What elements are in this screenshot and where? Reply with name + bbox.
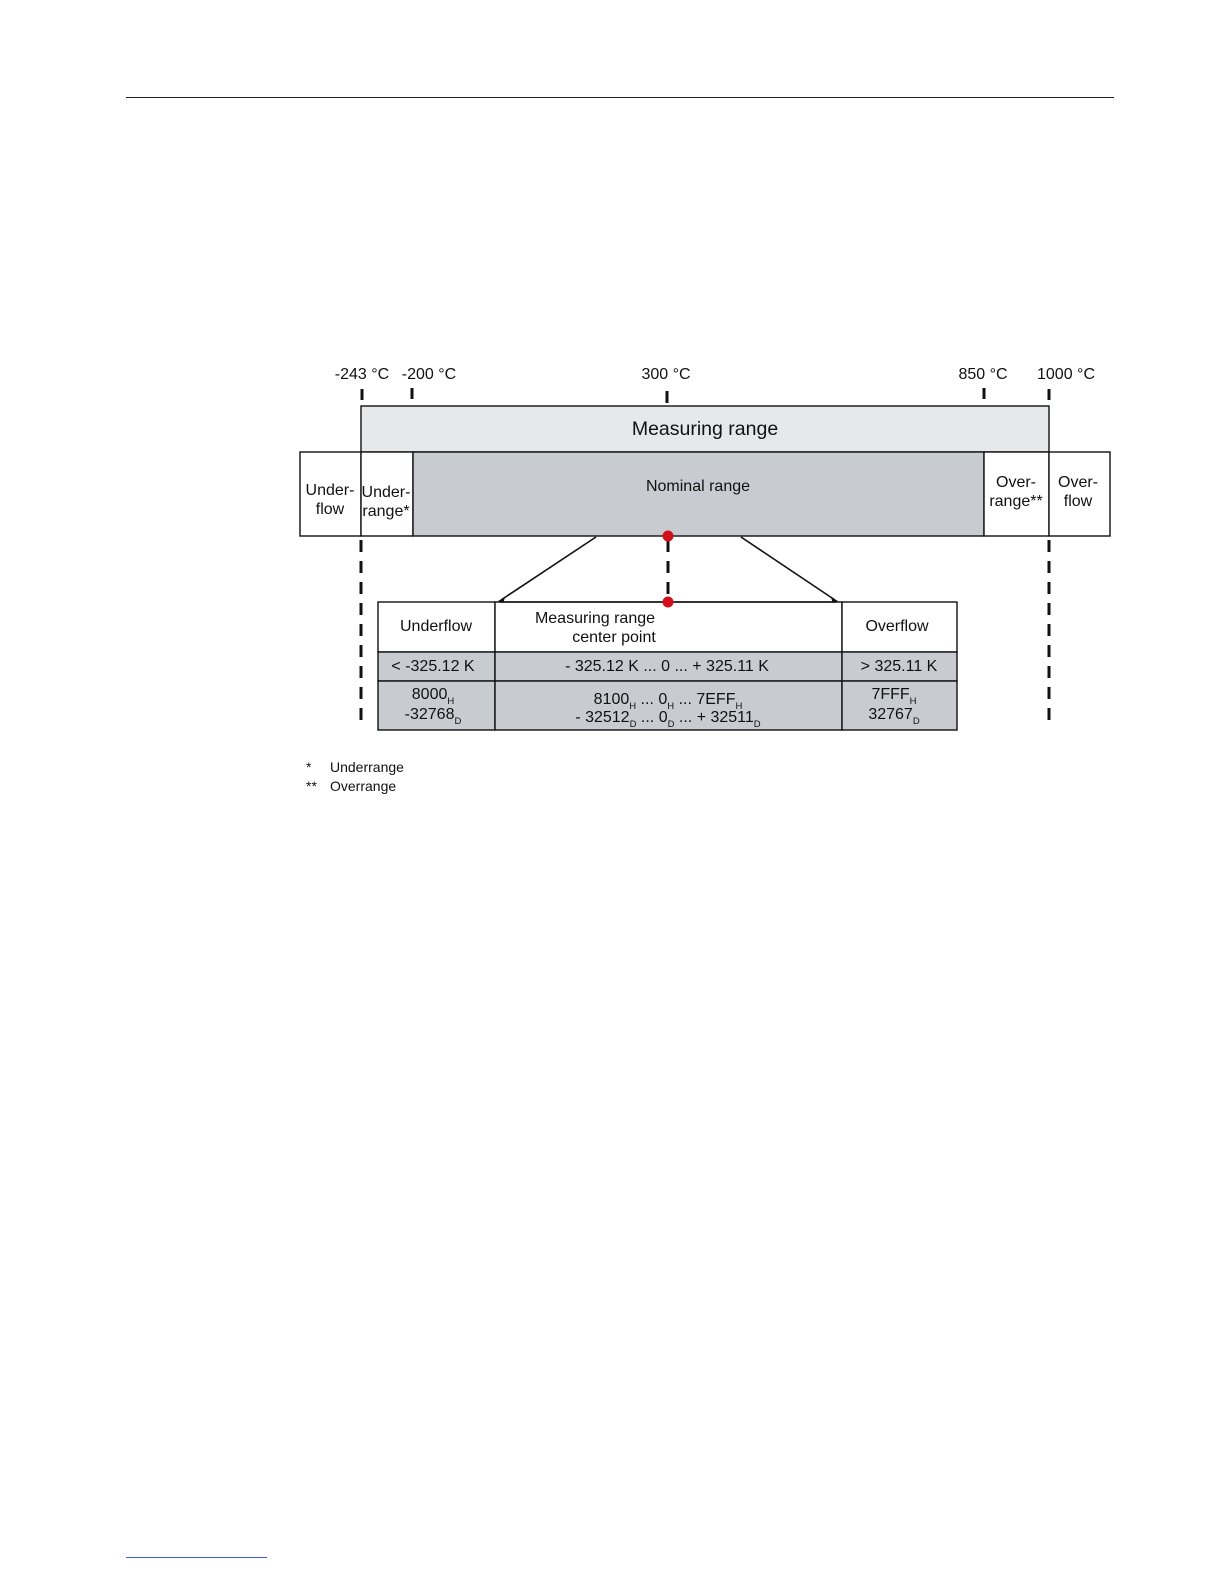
value-table: Underflow Measuring range center point O…	[377, 601, 958, 731]
table-center-dot	[662, 596, 674, 608]
boundary-dashes	[359, 540, 1051, 728]
header-rule	[126, 97, 1114, 98]
underrange-label-line1: Under-	[362, 484, 411, 501]
header-center-line2: center point	[572, 629, 656, 646]
nominal-center-dot	[662, 530, 674, 542]
footer-link-rule	[126, 1557, 267, 1558]
code-cell-overflow	[841, 680, 958, 731]
footnote-underrange: * Underrange	[306, 759, 404, 775]
footnote-overrange: ** Overrange	[306, 778, 396, 794]
code-center-hex: 8100H ... 0H ... 7EFFH	[594, 691, 743, 712]
kelvin-overflow: > 325.11 K	[861, 658, 938, 675]
temp-marker-1000: 1000 °C	[1037, 366, 1095, 383]
overflow-label-line1: Over-	[1058, 474, 1098, 491]
overrange-band	[983, 451, 1050, 537]
code-cell-underflow	[377, 680, 496, 731]
measuring-range-band	[360, 405, 1050, 453]
header-cell-overflow	[841, 601, 958, 653]
kelvin-underflow: < -325.12 K	[391, 658, 475, 675]
overrange-label-line1: Over-	[996, 474, 1036, 491]
header-center-line1: Measuring range	[535, 610, 655, 627]
footnote-text: Overrange	[330, 778, 397, 794]
code-overflow-hex: 7FFFH	[871, 686, 916, 707]
nominal-range-label: Nominal range	[646, 478, 750, 495]
temp-marker-850: 850 °C	[958, 366, 1007, 383]
overrange-label-line2: range**	[989, 493, 1042, 510]
underflow-label-line1: Under-	[306, 482, 355, 499]
underflow-label-line2: flow	[316, 501, 345, 518]
temp-marker-minus243: -243 °C	[335, 366, 389, 383]
header-overflow: Overflow	[865, 618, 929, 635]
expansion-arrows	[500, 536, 836, 601]
code-underflow-dec: -32768D	[405, 706, 462, 727]
header-underflow: Underflow	[400, 618, 472, 635]
measuring-range-label: Measuring range	[632, 418, 778, 440]
right-expand-line	[740, 536, 836, 601]
overflow-band	[1048, 451, 1111, 537]
underflow-band	[299, 451, 362, 537]
footnote-mark: *	[306, 759, 312, 775]
footnote-mark: **	[306, 778, 317, 794]
temp-marker-300: 300 °C	[641, 366, 690, 383]
temp-ticks	[360, 388, 1051, 403]
kelvin-cell-underflow	[377, 651, 496, 682]
code-underflow-hex: 8000H	[412, 686, 455, 707]
overflow-label-line2: flow	[1064, 493, 1093, 510]
temp-marker-minus200: -200 °C	[402, 366, 456, 383]
kelvin-center: - 325.12 K ... 0 ... + 325.11 K	[565, 658, 769, 675]
header-cell-underflow	[377, 601, 496, 653]
code-overflow-dec: 32767D	[868, 706, 920, 727]
footnote-text: Underrange	[330, 759, 404, 775]
left-expand-line	[500, 536, 597, 601]
code-cell-center	[494, 680, 843, 731]
underrange-label-line2: range*	[362, 503, 409, 520]
code-center-dec: - 32512D ... 0D ... + 32511D	[575, 709, 760, 730]
